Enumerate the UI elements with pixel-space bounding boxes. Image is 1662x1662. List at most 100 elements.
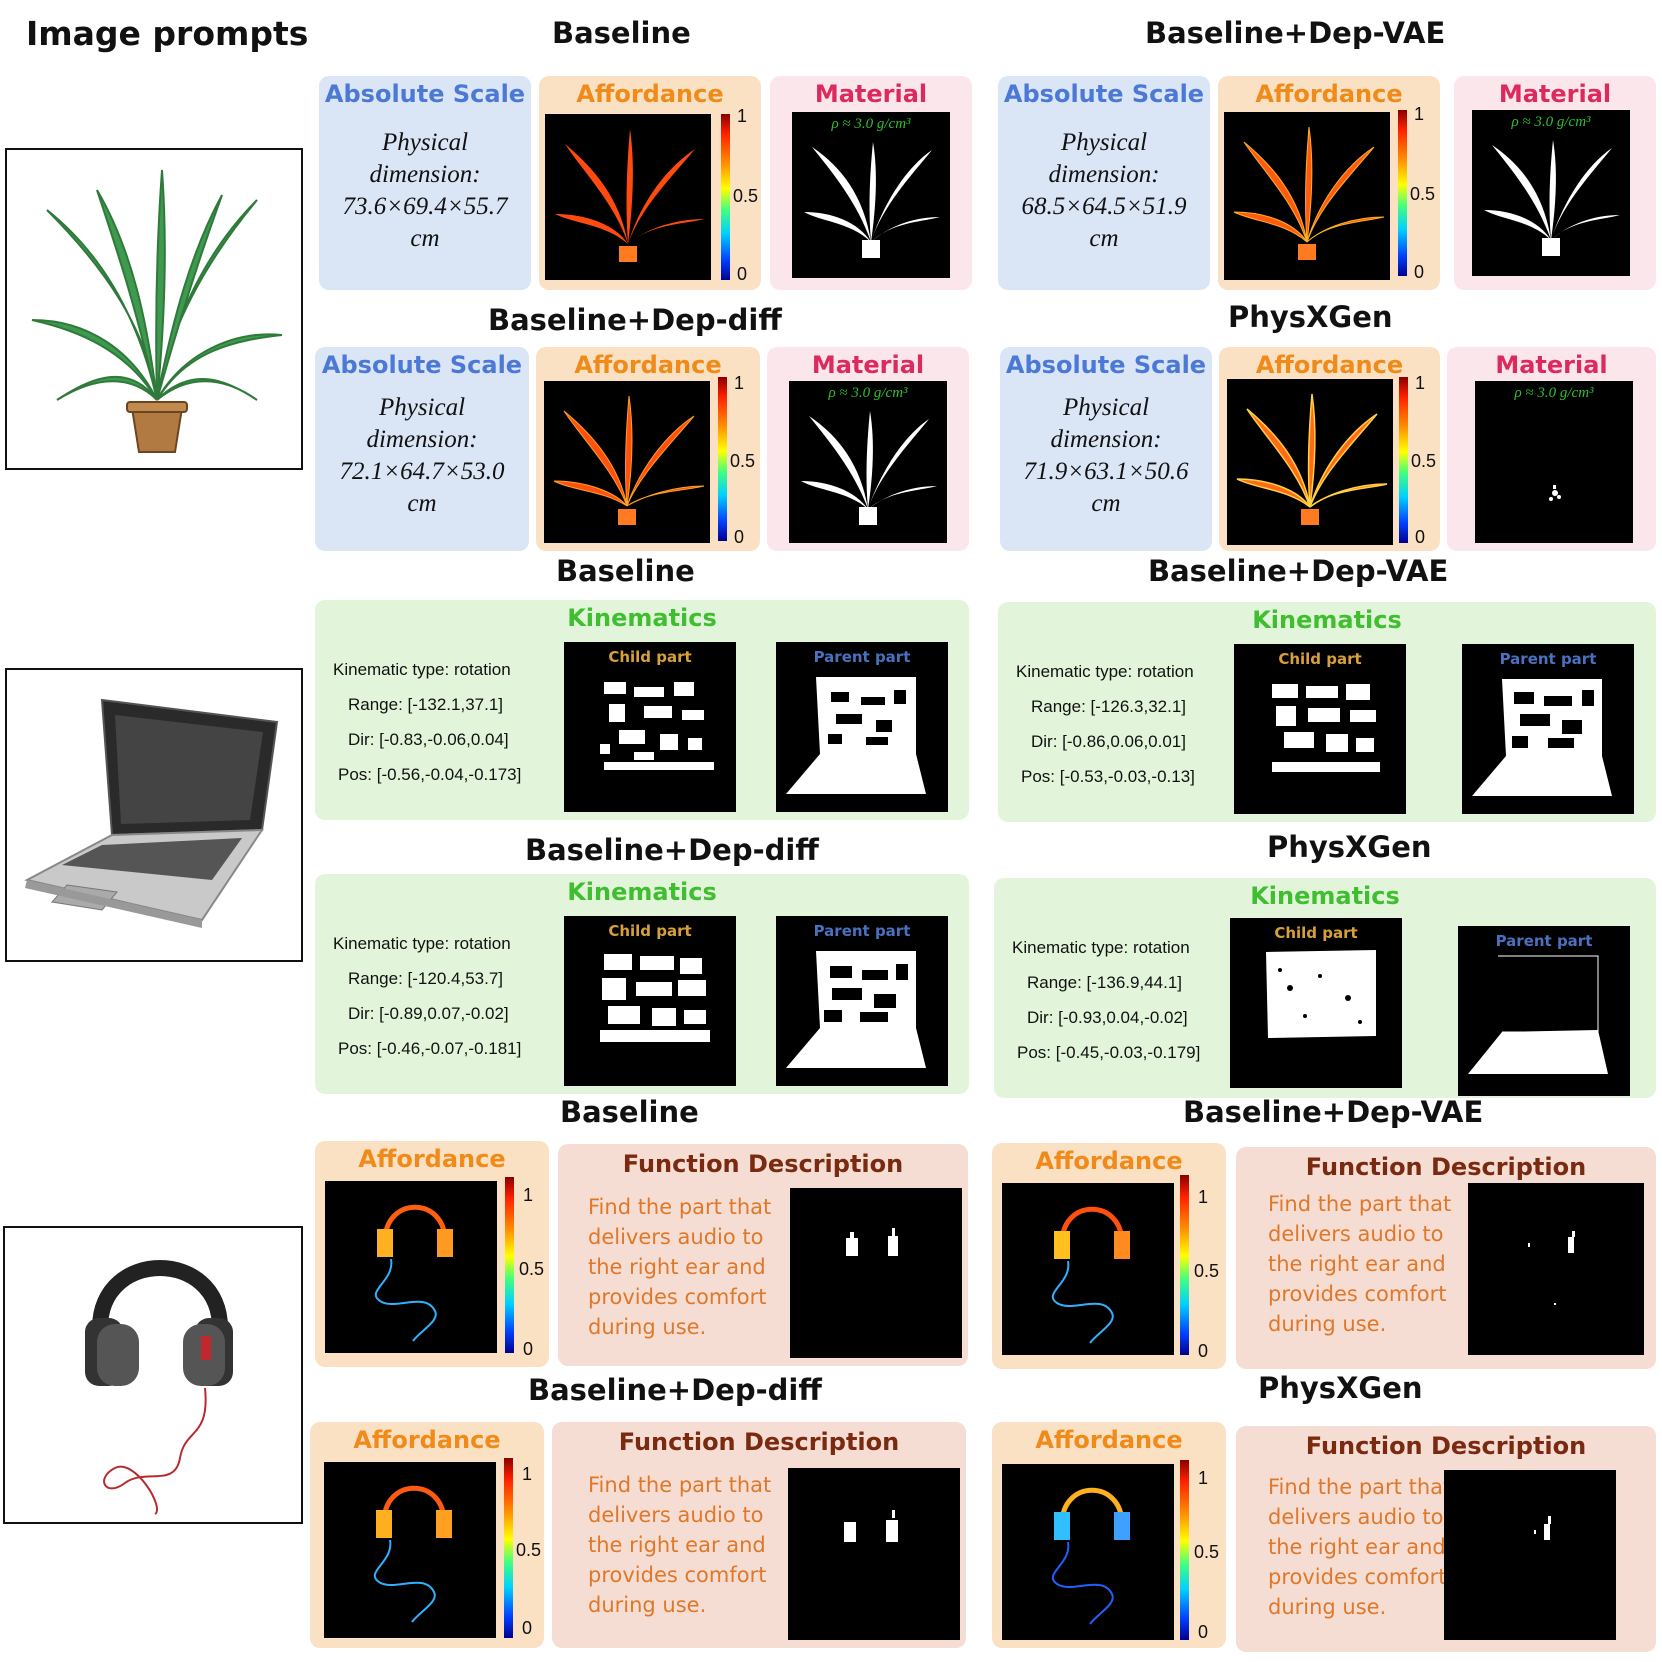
headphones-dep-diff-header: Baseline+Dep-diff [528,1373,822,1407]
description-line: provides comfort [588,1285,767,1309]
colorbar-tick-bottom: 0 [737,264,748,284]
laptop-baseline-header: Baseline [556,554,695,588]
kinematic-pos: Pos: [-0.46,-0.07,-0.181] [338,1039,522,1058]
headphones-physxgen-header: PhysXGen [1258,1371,1423,1405]
laptop-dep-vae-header: Baseline+Dep-VAE [1148,554,1449,588]
dimension-line: Physical [1062,394,1150,421]
colorbar-tick-mid: 0.5 [1194,1261,1220,1281]
colorbar [1398,110,1407,276]
colorbar-tick-mid: 0.5 [516,1540,542,1560]
description-line: Find the part that [588,1195,772,1219]
colorbar [1180,1175,1189,1355]
laptop-dep-vae-kinematics-panel: Kinematics Kinematic type: rotation Rang… [998,602,1656,822]
plant-physxgen-header: PhysXGen [1228,300,1393,334]
affordance-heatmap [545,114,711,280]
colorbar-tick-top: 1 [522,1464,533,1484]
description-line: the right ear and [588,1255,766,1279]
function-description-title: Function Description [1305,1153,1587,1181]
child-part-label: Child part [1274,924,1358,942]
kinematic-dir: Dir: [-0.93,0.04,-0.02] [1027,1008,1188,1027]
image-prompts-title: Image prompts [26,14,309,53]
kinematics-title: Kinematics [567,878,717,906]
plant-baseline-affordance-panel: Affordance 1 0.5 0 [539,76,761,290]
description-line: during use. [588,1593,707,1617]
plant-baseline-material-panel: Material ρ ≈ 3.0 g/cm³ [770,76,972,290]
affordance-title: Affordance [576,80,724,108]
function-mask [1444,1470,1616,1640]
headphones-dep-vae-header: Baseline+Dep-VAE [1183,1095,1484,1129]
plant-dep-vae-header: Baseline+Dep-VAE [1145,16,1446,50]
colorbar-tick-top: 1 [1415,373,1426,393]
colorbar-tick-bottom: 0 [1414,262,1425,282]
parent-part-label: Parent part [1495,932,1593,950]
colorbar-tick-bottom: 0 [522,1618,533,1638]
kinematic-type: Kinematic type: rotation [333,660,511,679]
affordance-heatmap [1227,379,1393,545]
description-line: Find the part that [1268,1475,1452,1499]
affordance-heatmap [1002,1183,1174,1355]
parent-part-label: Parent part [813,648,911,666]
kinematic-type: Kinematic type: rotation [1012,938,1190,957]
description-line: delivers audio to [588,1503,764,1527]
function-mask [790,1188,962,1358]
dimension-unit: cm [1091,490,1121,517]
child-part-mask: Child part [1230,918,1402,1088]
laptop-baseline-kinematics-panel: Kinematics Kinematic type: rotation Rang… [315,600,969,820]
headphones-baseline-header: Baseline [560,1095,699,1129]
plant-baseline-header: Baseline [552,16,691,50]
kinematic-dir: Dir: [-0.83,-0.06,0.04] [348,730,509,749]
density-label: ρ ≈ 3.0 g/cm³ [828,385,908,401]
plant-dep-diff-affordance-panel: Affordance 1 0.5 0 [536,347,760,551]
dimension-unit: cm [1089,225,1119,252]
kinematics-title: Kinematics [1252,606,1402,634]
affordance-title: Affordance [353,1426,501,1454]
colorbar [1180,1460,1189,1640]
child-part-mask: Child part [564,642,736,812]
colorbar-tick-mid: 0.5 [1411,451,1437,471]
colorbar [1399,377,1408,543]
child-part-label: Child part [608,648,692,666]
colorbar [505,1177,514,1353]
laptop-prompt-image [5,668,303,962]
affordance-title: Affordance [1255,351,1404,379]
function-description-title: Function Description [618,1428,900,1456]
headphones-dep-diff-function-panel: Function Description Find the part that … [552,1422,966,1648]
headphones-dep-vae-affordance-panel: Affordance 1 0.5 0 [992,1143,1226,1369]
dimension-line: dimension: [366,426,478,453]
material-mask: ρ ≈ 3.0 g/cm³ [792,112,950,278]
headphones-physxgen-affordance-panel: Affordance 1 0.5 0 [992,1422,1226,1648]
kinematic-dir: Dir: [-0.86,0.06,0.01] [1031,732,1186,751]
parent-part-mask: Parent part [776,642,948,812]
density-label: ρ ≈ 3.0 g/cm³ [831,116,911,132]
description-line: delivers audio to [588,1225,764,1249]
absolute-scale-title: Absolute Scale [1005,351,1207,379]
function-description-text: Find the part that delivers audio to the… [588,1192,771,1342]
laptop-illustration [24,698,279,928]
headphones-baseline-function-panel: Function Description Find the part that … [558,1144,968,1366]
affordance-heatmap [1002,1464,1174,1640]
colorbar-tick-mid: 0.5 [519,1259,545,1279]
description-line: Find the part that [588,1473,772,1497]
parent-part-label: Parent part [1499,650,1597,668]
dimension-line: dimension: [1048,161,1160,188]
kinematic-range: Range: [-126.3,32.1] [1031,697,1187,716]
colorbar-tick-bottom: 0 [1415,527,1426,547]
headphones-dep-vae-function-panel: Function Description Find the part that … [1236,1147,1656,1369]
material-title: Material [1498,80,1612,108]
description-line: delivers audio to [1268,1222,1444,1246]
dimension-line: dimension: [369,161,481,188]
material-title: Material [1495,351,1608,379]
dimension-value: 71.9×63.1×50.6 [1023,458,1189,485]
parent-part-mask: Parent part [1458,926,1630,1096]
colorbar-tick-bottom: 0 [1198,1622,1209,1642]
colorbar-tick-bottom: 0 [1198,1341,1209,1361]
affordance-title: Affordance [358,1145,506,1173]
plant-dep-diff-header: Baseline+Dep-diff [488,303,782,337]
colorbar-tick-bottom: 0 [734,527,745,547]
kinematic-range: Range: [-132.1,37.1] [348,695,504,714]
plant-illustration [31,169,283,453]
dimension-value: 68.5×64.5×51.9 [1021,193,1187,220]
description-line: during use. [1268,1312,1387,1336]
function-description-text: Find the part that delivers audio to the… [1268,1472,1451,1622]
plant-dep-vae-affordance-panel: Affordance 1 0.5 0 [1218,76,1440,290]
